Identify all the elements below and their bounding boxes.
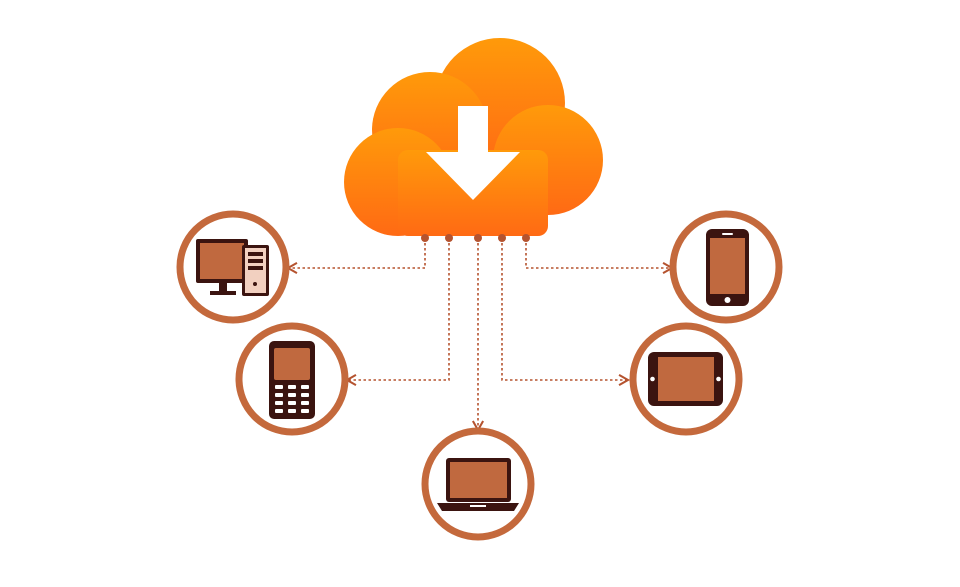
download-arrow-icon [426,106,520,200]
connector-phone [344,238,450,387]
connector-dots [421,234,530,242]
tablet-icon [648,352,723,406]
cloud-download-icon [344,38,603,236]
connector-dot [474,234,482,242]
feature-phone-icon [269,341,315,419]
connector-lines [285,238,675,433]
connector-dot [445,234,453,242]
connector-dot [522,234,530,242]
smartphone-icon [706,229,749,306]
laptop-icon [437,458,519,511]
connector-desktop [285,238,426,275]
connector-dot [421,234,429,242]
connector-tablet [501,238,631,387]
connector-dot [498,234,506,242]
desktop-computer-icon [196,239,269,296]
connector-smartphone [525,238,675,275]
